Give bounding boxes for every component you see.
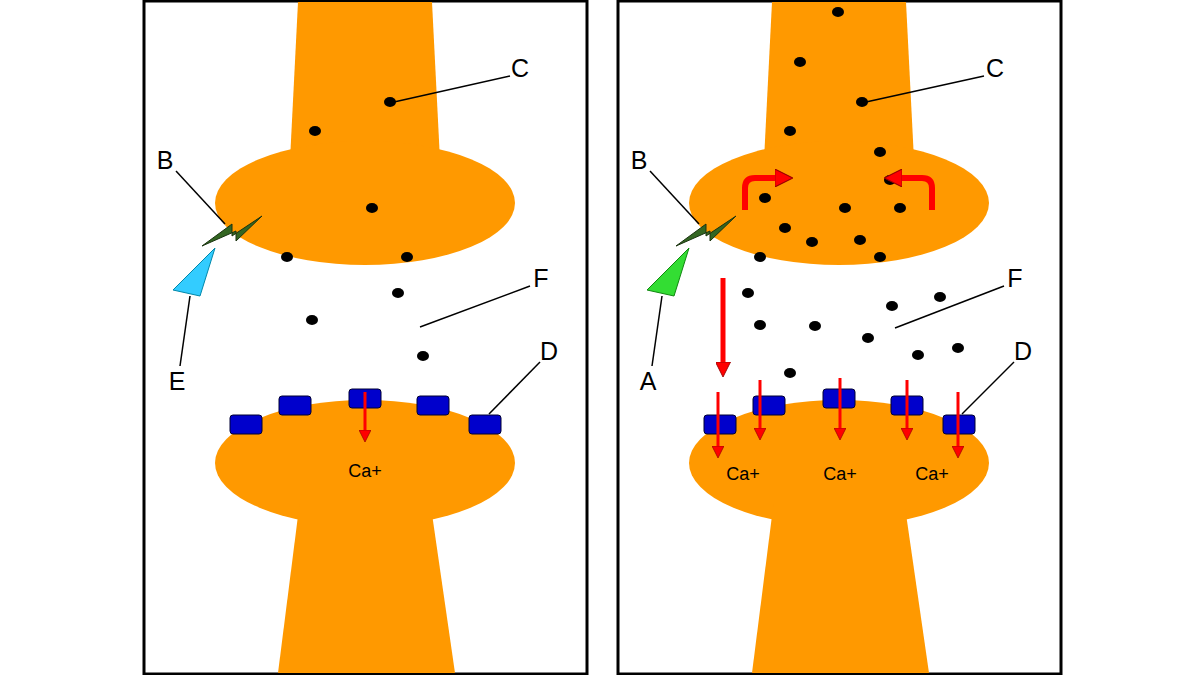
calcium-flow-arrow <box>364 392 367 436</box>
part-letter: B <box>631 148 648 173</box>
panel-frame <box>618 1 1061 674</box>
part-letter: F <box>1007 266 1022 291</box>
left-panel <box>173 2 540 673</box>
release-arrow <box>745 178 782 210</box>
part-letter: D <box>540 339 558 364</box>
release-arrow <box>895 178 932 210</box>
presynaptic-terminal <box>689 141 989 265</box>
presynaptic-axon <box>764 2 914 160</box>
part-letter: C <box>986 56 1004 81</box>
ion-label: Ca+ <box>726 465 760 483</box>
ion-label: Ca+ <box>823 465 857 483</box>
postsynaptic-dendrite <box>278 500 455 673</box>
presynaptic-terminal <box>215 141 515 265</box>
active-modulator <box>647 248 689 296</box>
part-letter: B <box>157 148 174 173</box>
activation-arrow <box>721 278 726 368</box>
ion-label: Ca+ <box>915 465 949 483</box>
calcium-flow-arrows <box>718 378 958 452</box>
leader-lines <box>650 76 1014 414</box>
modulator-zigzag <box>676 216 736 246</box>
postsynaptic-dendrite <box>752 500 929 673</box>
presynaptic-axon <box>290 2 440 160</box>
inactive-modulator <box>173 248 215 296</box>
panel-frame <box>144 1 587 674</box>
right-panel <box>647 2 1014 673</box>
neurotransmitter-dots <box>742 7 964 378</box>
part-letter: A <box>640 369 657 394</box>
part-letter: F <box>533 266 548 291</box>
leader-lines <box>176 76 540 414</box>
neurotransmitter-dots <box>281 97 429 361</box>
modulator-zigzag <box>202 216 262 246</box>
part-letter: C <box>511 56 529 81</box>
ion-label: Ca+ <box>348 462 382 480</box>
part-letter: D <box>1014 339 1032 364</box>
part-letter: E <box>169 369 186 394</box>
